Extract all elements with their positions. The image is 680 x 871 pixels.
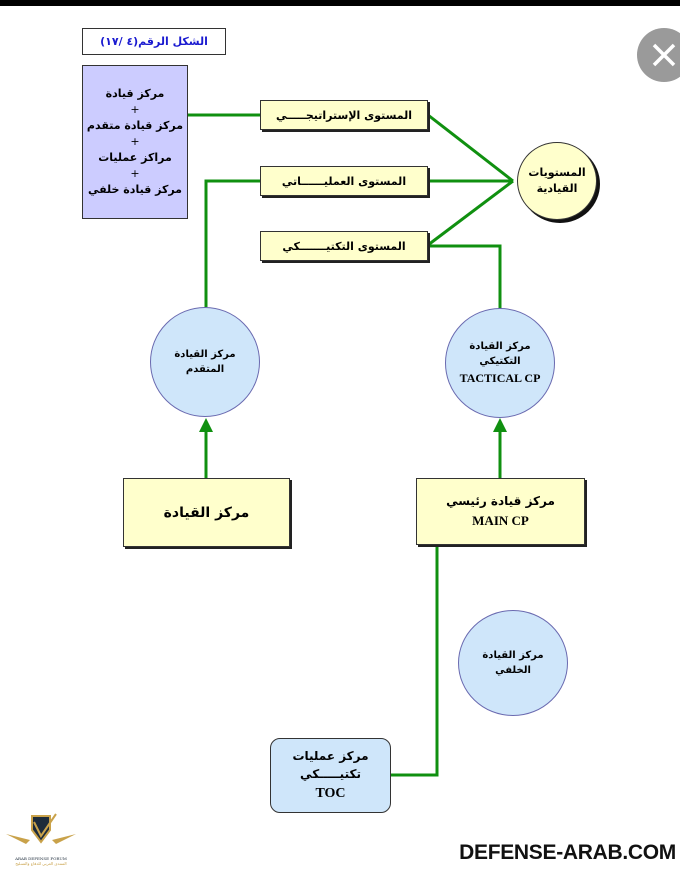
figure-label: الشكل الرقم(٤ /١٧) xyxy=(82,28,226,55)
strategic-level-box: المستوى الإستراتيجـــــي xyxy=(260,100,428,130)
operational-level-box: المستوى العمليــــــاتي xyxy=(260,166,428,196)
combo-plus: + xyxy=(130,166,140,180)
circle-line: مركز القيادة xyxy=(174,349,236,360)
tactical-level-box: المستوى التكتيـــــــكي xyxy=(260,231,428,261)
logo-subtext: المنتدى العربي للدفاع والتسليح xyxy=(15,861,67,866)
combo-line: مراكز عمليات xyxy=(98,150,172,164)
site-watermark: DEFENSE-ARAB.COM xyxy=(459,841,676,864)
toc-box: مركز عمليات تكتيـــــكي TOC xyxy=(270,738,391,813)
circle-line: القيادية xyxy=(536,182,578,195)
close-button[interactable] xyxy=(637,28,680,82)
box-line: تكتيـــــكي xyxy=(300,767,361,781)
circle-line: مركز القيادة xyxy=(482,650,544,661)
top-bar xyxy=(0,0,680,6)
circle-line: المتقدم xyxy=(185,364,225,375)
command-posts-combo-box: مركز قيادة + مركز قيادة متقدم + مراكز عم… xyxy=(82,65,188,219)
forum-logo: ARAB DEFENSE FORUM المنتدى العربي للدفاع… xyxy=(4,812,78,870)
combo-line: مركز قيادة xyxy=(105,87,165,101)
main-hq-box: مركز القيادة xyxy=(123,478,290,547)
command-levels-circle: المستويات القيادية xyxy=(517,142,597,220)
main-cp-box: مركز قيادة رئيسي MAIN CP xyxy=(416,478,585,545)
rear-cp-circle: مركز القيادة الخلفي xyxy=(458,610,568,716)
tactical-cp-circle: مركز القيادة التكتيكي TACTICAL CP xyxy=(445,308,555,418)
circle-line: المستويات xyxy=(528,165,586,179)
combo-plus: + xyxy=(130,135,140,149)
close-icon xyxy=(652,43,676,67)
combo-plus: + xyxy=(130,103,140,117)
circle-line: التكتيكي xyxy=(479,356,521,367)
box-line: مركز قيادة رئيسي xyxy=(446,493,555,508)
circle-line: TACTICAL CP xyxy=(459,371,541,385)
forward-cp-circle: مركز القيادة المتقدم xyxy=(150,307,260,417)
box-line: MAIN CP xyxy=(472,512,529,528)
circle-line: الخلفي xyxy=(495,665,531,676)
box-line: مركز عمليات xyxy=(292,749,369,763)
logo-text: ARAB DEFENSE FORUM xyxy=(15,856,67,861)
combo-line: مركز قيادة متقدم xyxy=(86,119,184,133)
circle-line: مركز القيادة xyxy=(469,341,531,352)
shield-wings-logo-icon xyxy=(6,813,76,844)
box-line: TOC xyxy=(315,786,346,801)
combo-line: مركز قيادة خلفي xyxy=(88,182,182,196)
